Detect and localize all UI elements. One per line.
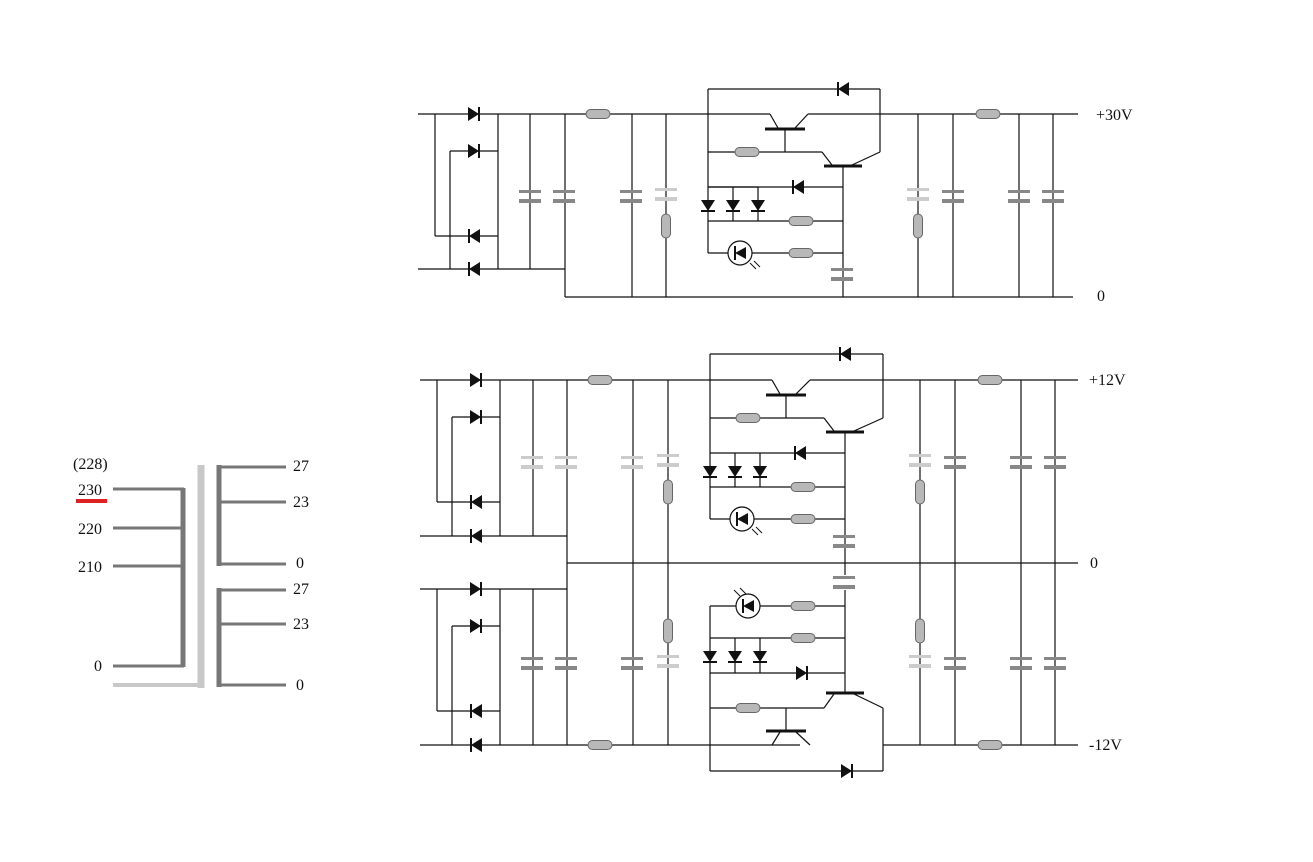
series-resistor [585,109,611,119]
protection-diode [837,81,850,97]
rail-label-plus30v: +30V [1096,107,1133,124]
bleeder-resistor [663,479,673,505]
rectifier-diode [468,261,481,277]
rectifier-diode [469,618,482,634]
sec-lower-23: 23 [293,616,309,633]
rectifier-diode [470,528,483,544]
sec-upper-27: 27 [293,458,309,475]
bias-resistor [790,482,816,492]
reference-diode [795,665,808,681]
filter-capacitor [555,657,577,670]
rectifier-diode [469,581,482,597]
regulator-capacitor [831,268,853,281]
bias-resistor [735,413,761,423]
filter-capacitor [621,657,643,670]
transformer-core [113,465,205,688]
bias-resistor [788,216,814,226]
regulator-capacitor [833,535,855,548]
bias-resistor [735,703,761,713]
led-resistor [788,248,814,258]
rectifier-diode [469,409,482,425]
rectifier-diode [469,372,482,388]
tap-label-230: 230 [78,482,102,499]
filter-capacitor [620,190,642,203]
led-resistor [790,514,816,524]
reference-diode [700,199,716,212]
sec-lower-27: 27 [293,581,309,598]
series-resistor [977,740,1003,750]
sec-upper-23: 23 [293,494,309,511]
rectifier-diode [467,143,480,159]
rail-label-plus12v: +12V [1089,372,1126,389]
tap-label-primary-0: 0 [94,658,102,675]
filter-capacitor [553,190,575,203]
bleeder-resistor [915,479,925,505]
tap-label-228: (228) [73,456,108,473]
protection-diode [839,346,852,362]
rail-label-ground-top: 0 [1097,288,1105,305]
protection-diode [840,763,853,779]
filter-capacitor [621,456,643,469]
sec-lower-0: 0 [296,677,304,694]
reference-diode [792,179,805,195]
rail-label-ground-dual: 0 [1090,555,1098,572]
rectifier-diode [467,106,480,122]
reference-diode [702,465,718,478]
series-resistor [977,375,1003,385]
selected-tap-marker [76,499,107,503]
tap-label-210: 210 [78,559,102,576]
led-resistor [790,601,816,611]
indicator-led [733,587,761,619]
bleeder-resistor [663,618,673,644]
primary-winding [113,487,186,668]
filter-capacitor [521,657,543,670]
series-resistor [587,740,613,750]
series-resistor [975,109,1001,119]
sec-upper-0: 0 [296,555,304,572]
supply-dual-12v: +12V 0 -12V [420,346,1126,779]
bleeder-resistor [915,618,925,644]
transformer: (228) 230 220 210 0 [73,456,309,694]
indicator-led [727,240,761,270]
tap-label-220: 220 [78,521,102,538]
bias-resistor [790,633,816,643]
regulator-capacitor [833,576,855,589]
rectifier-diode [470,703,483,719]
bleeder-resistor [913,213,923,239]
supply-30v: +30V 0 [418,81,1133,305]
indicator-led [729,506,763,536]
filter-capacitor [521,456,543,469]
reference-diode [702,650,718,663]
filter-capacitor [555,456,577,469]
series-resistor [587,375,613,385]
rectifier-diode [470,494,483,510]
rectifier-diode [468,228,481,244]
rail-label-minus12v: -12V [1089,737,1122,754]
reference-diode [794,445,807,461]
secondary-winding-upper [216,465,286,566]
secondary-winding-lower [216,588,286,687]
bleeder-resistor [661,213,671,239]
rectifier-diode [470,737,483,753]
bias-resistor [734,147,760,157]
